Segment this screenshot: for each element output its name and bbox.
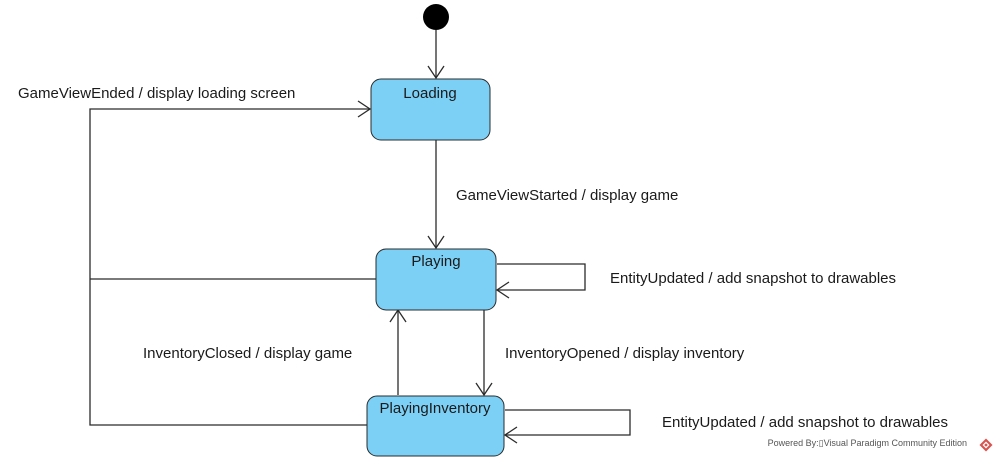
transition-inventory-closed [389, 308, 407, 395]
state-playing-inventory: PlayingInventory [366, 395, 505, 457]
state-playing-inventory-label: PlayingInventory [380, 400, 491, 417]
initial-state-node [423, 4, 449, 30]
transition-inventory-opened [475, 310, 493, 397]
game-view-started-label: GameViewStarted / display game [456, 187, 678, 204]
visual-paradigm-logo-icon [979, 438, 993, 452]
state-playing-label: Playing [411, 253, 460, 270]
transition-entity-updated-playing [495, 263, 586, 299]
state-loading-label: Loading [403, 85, 456, 102]
transition-game-view-ended [89, 100, 376, 426]
transition-game-view-started [427, 140, 445, 250]
powered-by-footer: Powered By:▯Visual Paradigm Community Ed… [767, 438, 967, 448]
entity-updated-inventory-label: EntityUpdated / add snapshot to drawable… [662, 414, 948, 431]
transition-initial-to-loading [427, 30, 445, 80]
inventory-opened-label: InventoryOpened / display inventory [505, 345, 745, 362]
entity-updated-playing-label: EntityUpdated / add snapshot to drawable… [610, 270, 896, 287]
game-view-ended-label: GameViewEnded / display loading screen [18, 85, 295, 102]
inventory-closed-label: InventoryClosed / display game [143, 345, 352, 362]
state-playing: Playing [375, 248, 497, 311]
transition-entity-updated-inventory [503, 409, 631, 444]
state-loading: Loading [370, 78, 491, 141]
